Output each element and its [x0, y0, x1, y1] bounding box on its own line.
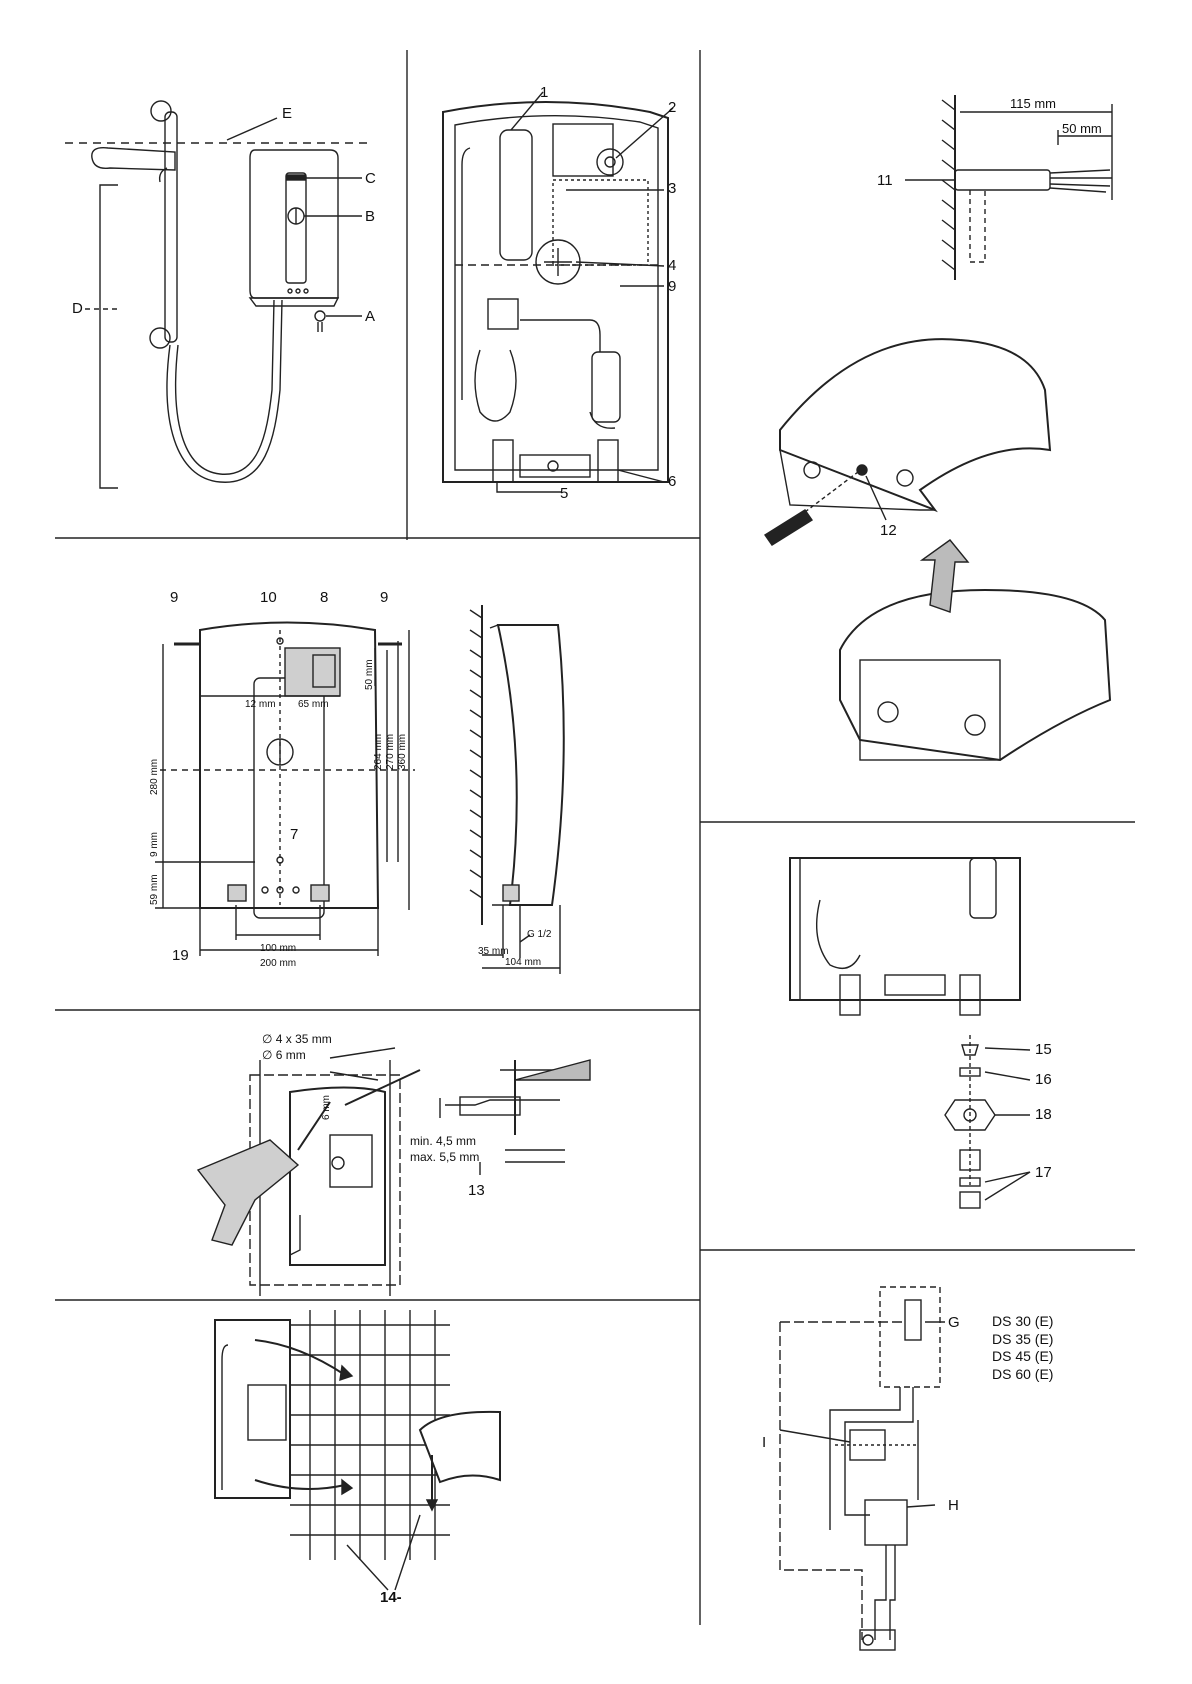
- dim-50mm-top: 50 mm: [1062, 121, 1102, 136]
- dim-200mm: 200 mm: [260, 958, 297, 969]
- dim-280mm: 280 mm: [149, 758, 160, 795]
- model-ds45: DS 45 (E): [992, 1348, 1054, 1364]
- dim-264mm: 264 mm: [373, 733, 384, 770]
- label-19: 19: [172, 947, 189, 964]
- label-C: C: [365, 170, 376, 187]
- label-15: 15: [1035, 1041, 1052, 1058]
- label-5: 5: [560, 485, 569, 502]
- dim-104mm: 104 mm: [505, 957, 542, 968]
- shower-overview-figure: [65, 100, 370, 489]
- label-4: 4: [668, 257, 677, 274]
- label-1: 1: [540, 84, 549, 101]
- label-18: 18: [1035, 1106, 1052, 1123]
- wiring-diagram-figure: [779, 1286, 945, 1651]
- cable-dimension-figure: [905, 95, 1113, 280]
- dim-min: min. 4,5 mm: [410, 1134, 477, 1148]
- dim-12mm: 12 mm: [245, 699, 276, 710]
- wall-grid-figure: [214, 1310, 501, 1591]
- dim-360mm: 360 mm: [397, 733, 408, 770]
- model-ds60: DS 60 (E): [992, 1365, 1054, 1382]
- label-12: 12: [880, 522, 897, 539]
- dim-max: max. 5,5 mm: [410, 1150, 480, 1164]
- dim-drill-6mm: 6 mm: [321, 1095, 332, 1120]
- dim-screw: ∅ 4 x 35 mm: [262, 1032, 332, 1046]
- internal-view-figure: [442, 91, 674, 493]
- label-9-internal: 9: [668, 278, 677, 295]
- dim-115mm: 115 mm: [1010, 96, 1056, 111]
- label-17: 17: [1035, 1164, 1052, 1181]
- label-16: 16: [1035, 1071, 1052, 1088]
- dim-100mm: 100 mm: [260, 943, 297, 954]
- label-H: H: [948, 1497, 959, 1514]
- label-6: 6: [668, 473, 677, 490]
- label-8: 8: [320, 589, 329, 606]
- dim-59mm: 59 mm: [149, 874, 160, 905]
- dim-35mm: 35 mm: [478, 946, 509, 957]
- label-E: E: [282, 105, 293, 122]
- model-ds30: DS 30 (E): [992, 1313, 1054, 1329]
- label-B: B: [365, 208, 376, 225]
- dim-270mm: 270 mm: [385, 733, 396, 770]
- dim-g-half: G 1/2: [527, 929, 552, 940]
- label-3: 3: [668, 180, 677, 197]
- label-9-right: 9: [380, 589, 389, 606]
- label-11: 11: [877, 172, 893, 189]
- dim-50mm-side: 50 mm: [364, 659, 375, 690]
- label-14: 14-: [380, 1589, 402, 1606]
- cover-removal-figure: [764, 338, 1112, 762]
- label-I: I: [762, 1434, 767, 1451]
- label-G: G: [948, 1314, 960, 1331]
- water-connection-figure: [789, 857, 1031, 1209]
- label-D: D: [72, 300, 83, 317]
- dim-drill-diameter: ∅ 6 mm: [262, 1048, 306, 1062]
- label-2: 2: [668, 99, 677, 116]
- label-10: 10: [260, 589, 277, 606]
- drilling-figure: [196, 1047, 591, 1296]
- dimensions-figure: [155, 605, 565, 974]
- label-9-left: 9: [170, 589, 179, 606]
- dim-9mm: 9 mm: [149, 832, 160, 857]
- model-ds35: DS 35 (E): [992, 1330, 1054, 1347]
- model-list: DS 30 (E) DS 35 (E) DS 45 (E) DS 60 (E): [992, 1313, 1053, 1383]
- label-7: 7: [290, 826, 299, 843]
- label-13: 13: [468, 1182, 485, 1199]
- dim-65mm: 65 mm: [298, 699, 329, 710]
- label-A: A: [365, 308, 376, 325]
